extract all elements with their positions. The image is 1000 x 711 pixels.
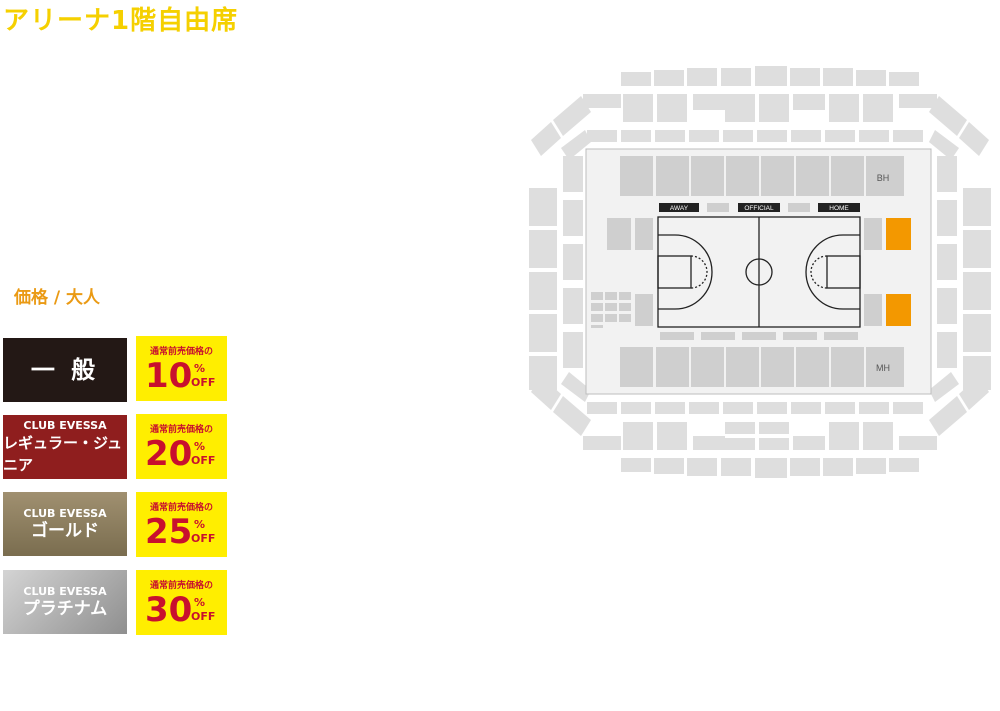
discount-off: OFF bbox=[191, 376, 216, 389]
discount-caption: 通常前売価格の bbox=[149, 425, 213, 435]
tier-platinum[interactable]: CLUB EVESSA プラチナム bbox=[3, 570, 127, 634]
away-label: AWAY bbox=[670, 205, 689, 212]
tier-club: CLUB EVESSA bbox=[23, 506, 107, 520]
mh-seat-block[interactable] bbox=[620, 347, 904, 387]
official-label: OFFICIAL bbox=[744, 205, 774, 212]
discount-off: OFF bbox=[191, 532, 216, 545]
basketball-court bbox=[657, 216, 861, 328]
tier-regular-junior[interactable]: CLUB EVESSA レギュラー・ジュニア bbox=[3, 415, 127, 479]
tier-name: レギュラー・ジュニア bbox=[3, 433, 122, 474]
discount-percent: % bbox=[194, 518, 206, 531]
highlight-seat-area[interactable] bbox=[886, 218, 911, 250]
tier-gold[interactable]: CLUB EVESSA ゴールド bbox=[3, 492, 127, 556]
discount-value: 25 bbox=[145, 512, 193, 552]
discount-percent: % bbox=[194, 440, 206, 453]
home-bench bbox=[818, 203, 860, 212]
discount-value: 30 bbox=[145, 590, 193, 630]
discount-caption: 通常前売価格の bbox=[149, 347, 213, 357]
discount-caption: 通常前売価格の bbox=[149, 581, 213, 591]
bh-label: BH bbox=[877, 173, 890, 183]
discount-percent: % bbox=[194, 362, 206, 375]
discount-badge-general: 通常前売価格の 10 % OFF bbox=[136, 336, 227, 401]
discount-value: 10 bbox=[145, 356, 193, 396]
outer-seat-ring bbox=[529, 66, 991, 478]
bh-seat-block[interactable] bbox=[620, 156, 904, 196]
tier-club: CLUB EVESSA bbox=[23, 584, 107, 598]
official-table bbox=[738, 203, 780, 212]
right-side-blocks[interactable] bbox=[864, 218, 911, 326]
tier-general[interactable]: 一 般 bbox=[3, 338, 127, 402]
discount-value: 20 bbox=[145, 434, 193, 474]
page-title: アリーナ1階自由席 bbox=[3, 6, 239, 36]
tier-name: 一 般 bbox=[30, 356, 100, 384]
bench-seat bbox=[788, 203, 810, 212]
bench-seat bbox=[707, 203, 729, 212]
price-label: 価格 / 大人 bbox=[14, 288, 101, 308]
discount-badge-regular: 通常前売価格の 20 % OFF bbox=[136, 414, 227, 479]
discount-caption: 通常前売価格の bbox=[149, 503, 213, 513]
tier-name: プラチナム bbox=[22, 598, 108, 619]
mh-label: MH bbox=[876, 363, 890, 373]
discount-off: OFF bbox=[191, 610, 216, 623]
away-bench bbox=[659, 203, 699, 212]
discount-badge-gold: 通常前売価格の 25 % OFF bbox=[136, 492, 227, 557]
arena-seat-map[interactable]: BH AWAY OFFICIAL HOME bbox=[525, 60, 995, 485]
highlight-seat-area[interactable] bbox=[886, 294, 911, 326]
discount-percent: % bbox=[194, 596, 206, 609]
tier-club: CLUB EVESSA bbox=[23, 418, 107, 432]
discount-badge-platinum: 通常前売価格の 30 % OFF bbox=[136, 570, 227, 635]
left-side-blocks[interactable] bbox=[591, 218, 653, 328]
discount-off: OFF bbox=[191, 454, 216, 467]
tier-name: ゴールド bbox=[31, 520, 99, 541]
bottom-bench-row bbox=[660, 332, 858, 340]
home-label: HOME bbox=[829, 205, 849, 212]
